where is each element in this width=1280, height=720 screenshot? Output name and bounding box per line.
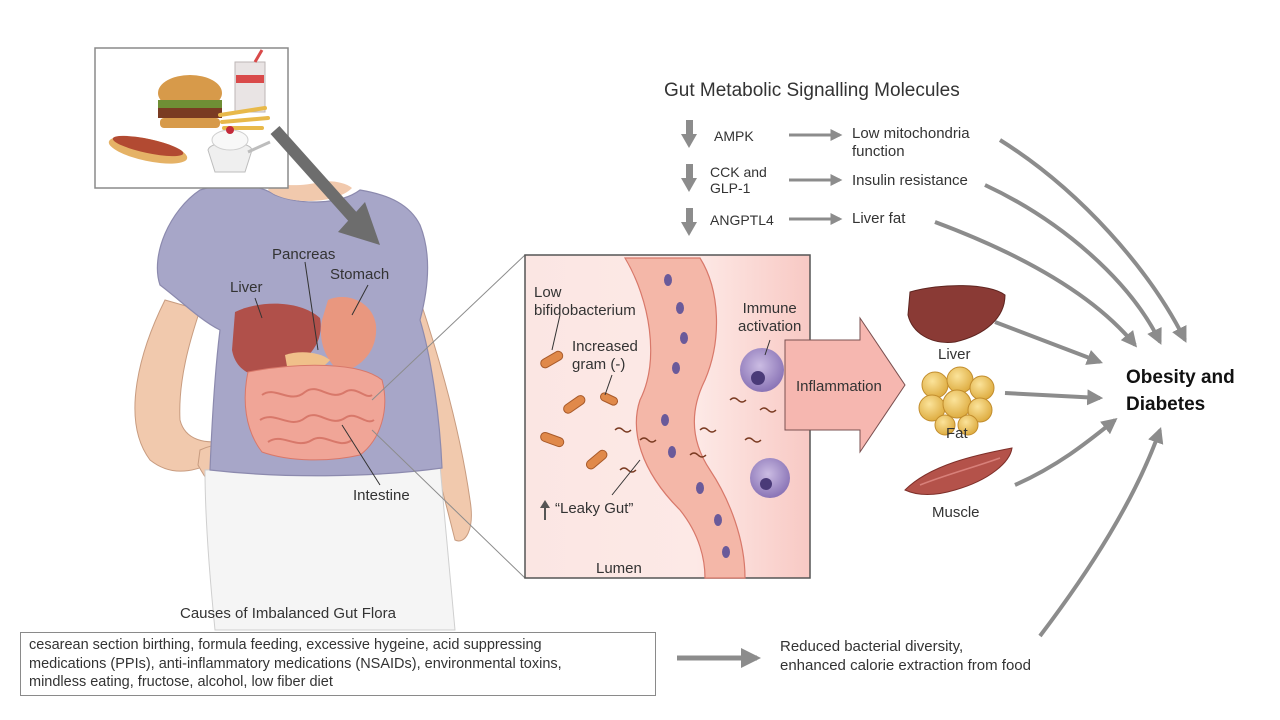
label-organ-muscle: Muscle — [932, 504, 980, 521]
signalling-title: Gut Metabolic Signalling Molecules — [664, 80, 960, 101]
molecule-ampk: AMPK — [714, 128, 754, 144]
cell-nuclei — [661, 274, 730, 558]
label-pancreas: Pancreas — [272, 246, 336, 263]
endotoxin-particles — [614, 397, 777, 473]
label-immune-activation: Immune activation — [738, 300, 802, 335]
molecule-angptl4: ANGPTL4 — [710, 212, 774, 228]
immune-cells — [740, 348, 790, 498]
label-organ-fat: Fat — [946, 425, 968, 442]
organ-leader-lines — [254, 261, 381, 486]
zoom-lines — [371, 254, 526, 579]
label-low-bifidobacterium: Low bifidobacterium — [534, 284, 636, 319]
body-stomach — [320, 297, 377, 372]
label-inflammation: Inflammation — [796, 378, 882, 395]
label-intestine: Intestine — [353, 487, 410, 504]
outcome-arrows — [677, 138, 1187, 668]
label-leaky-gut: “Leaky Gut” — [555, 500, 634, 517]
effect-insulin-resistance: Insulin resistance — [852, 172, 968, 189]
molecule-cck-glp1: CCK and GLP-1 — [710, 164, 767, 196]
bacteria — [540, 350, 619, 470]
label-stomach: Stomach — [330, 266, 390, 283]
causes-title: Causes of Imbalanced Gut Flora — [180, 605, 396, 622]
inflammation-arrow — [784, 316, 906, 454]
effect-low-mitochondria: Low mitochondria function — [852, 125, 970, 160]
body-intestine — [244, 364, 386, 461]
organ-liver-graphic — [907, 285, 1006, 343]
signalling-right-arrows — [789, 129, 843, 225]
outcome-label: Obesity and Diabetes — [1126, 367, 1235, 415]
epithelial-wall — [623, 257, 746, 579]
label-increased-gram-negative: Increased gram (-) — [572, 338, 638, 373]
label-organ-liver: Liver — [938, 346, 971, 363]
signalling-down-arrows — [681, 120, 697, 236]
bacterial-effect: Reduced bacterial diversity, enhanced ca… — [780, 638, 1031, 674]
effect-liver-fat: Liver fat — [852, 210, 906, 227]
label-lumen: Lumen — [596, 560, 642, 577]
food-inset — [94, 47, 380, 245]
causes-box: cesarean section birthing, formula feedi… — [20, 632, 656, 696]
organ-fat-graphic — [918, 366, 995, 436]
organ-muscle-graphic — [904, 447, 1013, 495]
label-liver-body: Liver — [230, 279, 263, 296]
person-illustration — [134, 181, 472, 631]
intestine-inset — [524, 254, 811, 579]
pants — [204, 464, 456, 631]
intestine-coils — [259, 388, 375, 445]
